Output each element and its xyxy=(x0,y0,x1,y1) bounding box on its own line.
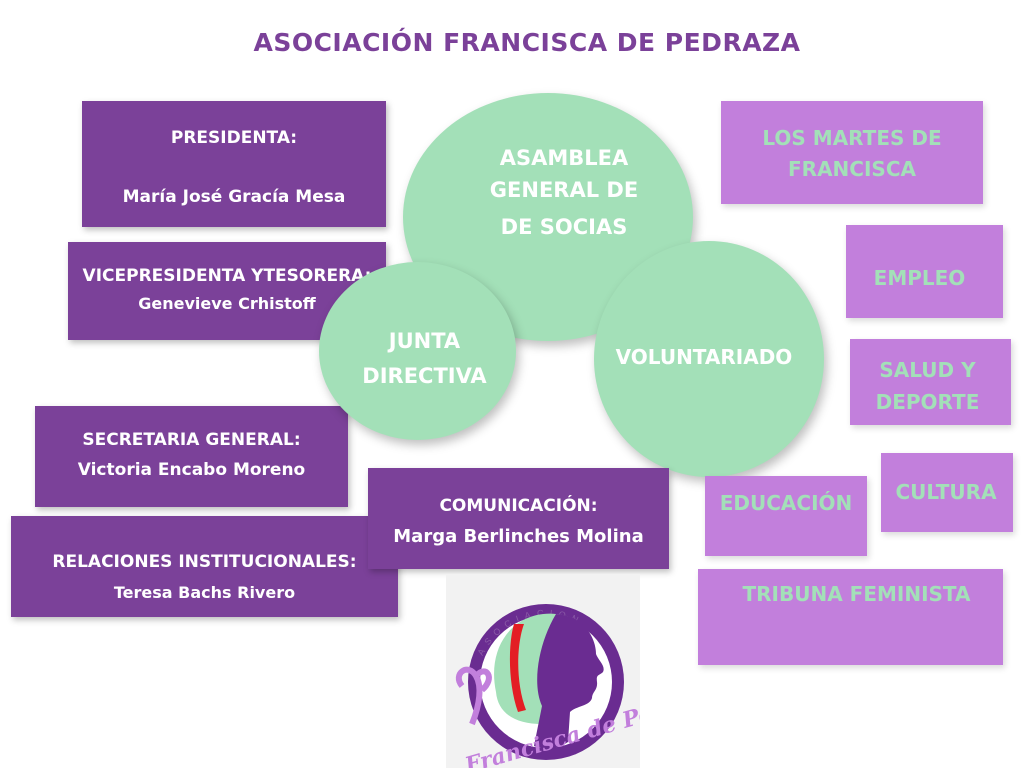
officer-name: Victoria Encabo Moreno xyxy=(77,460,306,480)
program-box-empleo: EMPLEO xyxy=(846,225,1003,318)
program-box-tribuna: TRIBUNA FEMINISTA xyxy=(698,569,1003,665)
officer-box-vicepresidenta: VICEPRESIDENTA YTESORERA: Genevieve Crhi… xyxy=(68,242,386,340)
program-label: SALUD Y xyxy=(879,358,976,382)
officer-box-relaciones: RELACIONES INSTITUCIONALES: Teresa Bachs… xyxy=(11,516,398,617)
association-logo: ASOCIACION Francisca de Pedraza xyxy=(446,574,721,772)
officer-box-comunicacion: COMUNICACIÓN: Marga Berlinches Molina xyxy=(368,468,669,569)
circle-voluntariado: VOLUNTARIADO xyxy=(594,241,824,477)
logo-graphic: ASOCIACION Francisca de Pedraza xyxy=(455,604,721,772)
program-label: CULTURA xyxy=(895,480,997,504)
program-label: EDUCACIÓN xyxy=(719,491,853,515)
circle-junta: JUNTA DIRECTIVA xyxy=(319,262,516,440)
officer-role: VICEPRESIDENTA YTESORERA: xyxy=(82,266,372,286)
program-label: DEPORTE xyxy=(875,390,980,414)
officer-name: Teresa Bachs Rivero xyxy=(113,583,296,602)
officer-box-secretaria: SECRETARIA GENERAL: Victoria Encabo More… xyxy=(35,406,348,507)
officer-role: SECRETARIA GENERAL: xyxy=(82,430,301,450)
officer-name: Genevieve Crhistoff xyxy=(138,294,316,313)
circle-label: DIRECTIVA xyxy=(362,364,487,388)
program-box-salud: SALUD Y DEPORTE xyxy=(850,339,1011,425)
officer-name: María José Gracía Mesa xyxy=(122,187,346,207)
officer-role: COMUNICACIÓN: xyxy=(439,496,598,516)
officer-role: PRESIDENTA: xyxy=(170,128,298,148)
circle-label: ASAMBLEA xyxy=(499,146,629,170)
officer-name: Marga Berlinches Molina xyxy=(393,526,644,547)
page-title: ASOCIACIÓN FRANCISCA DE PEDRAZA xyxy=(253,28,801,57)
program-box-martes: LOS MARTES DE FRANCISCA xyxy=(721,101,983,204)
program-box-educacion: EDUCACIÓN xyxy=(705,476,867,556)
circle-label: DE SOCIAS xyxy=(500,215,628,239)
officer-role: RELACIONES INSTITUCIONALES: xyxy=(52,552,357,572)
officer-box-presidenta: PRESIDENTA: María José Gracía Mesa xyxy=(82,101,386,227)
circle-label: VOLUNTARIADO xyxy=(615,345,793,369)
program-label: TRIBUNA FEMINISTA xyxy=(742,582,971,606)
program-label: LOS MARTES DE xyxy=(762,126,942,150)
program-label: EMPLEO xyxy=(873,266,966,290)
circle-label: GENERAL DE xyxy=(489,178,639,202)
circle-label: JUNTA xyxy=(388,329,461,353)
program-label: FRANCISCA xyxy=(788,157,916,181)
program-box-cultura: CULTURA xyxy=(881,453,1013,532)
